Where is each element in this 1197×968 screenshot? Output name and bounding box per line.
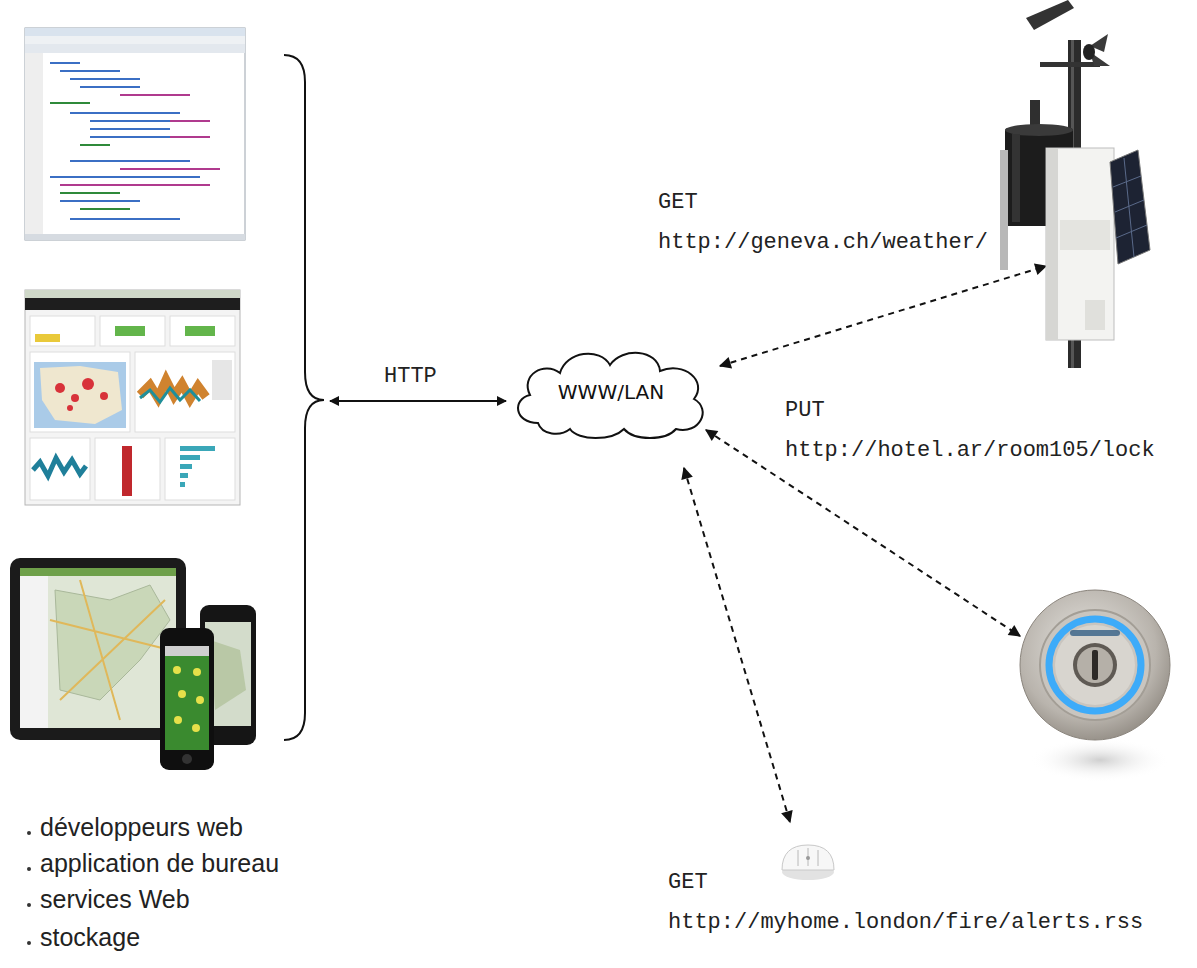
bullet-dot <box>27 903 31 907</box>
request-label: GET <box>668 870 708 896</box>
smart-lock <box>1020 590 1170 782</box>
weather-station <box>1000 0 1150 368</box>
request-arrows <box>684 266 1046 822</box>
bullet-item: développeurs web <box>40 812 243 842</box>
bullet-item: application de bureau <box>40 848 279 878</box>
bullet-dot <box>27 831 31 835</box>
request-label: HTTP <box>384 364 437 390</box>
curly-brace <box>284 55 324 740</box>
bullet-item: stockage <box>40 922 140 952</box>
request-label: GET <box>658 190 698 216</box>
node-label: WWW/LAN <box>558 380 664 404</box>
request-label: http://hotel.ar/room105/lock <box>785 438 1155 464</box>
bullet-dot <box>27 867 31 871</box>
network-cloud: WWW/LAN <box>508 343 714 441</box>
dashboard-screenshot <box>25 290 240 505</box>
code-editor-screenshot <box>25 28 245 240</box>
http-arrow <box>330 400 506 402</box>
mobile-devices <box>10 558 256 770</box>
request-label: http://myhome.london/fire/alerts.rss <box>668 910 1143 936</box>
request-label: PUT <box>785 398 825 424</box>
bullet-dot <box>27 941 31 945</box>
bullet-item: services Web <box>40 884 190 914</box>
request-label: http://geneva.ch/weather/ <box>658 230 988 256</box>
smoke-detector <box>782 845 834 880</box>
